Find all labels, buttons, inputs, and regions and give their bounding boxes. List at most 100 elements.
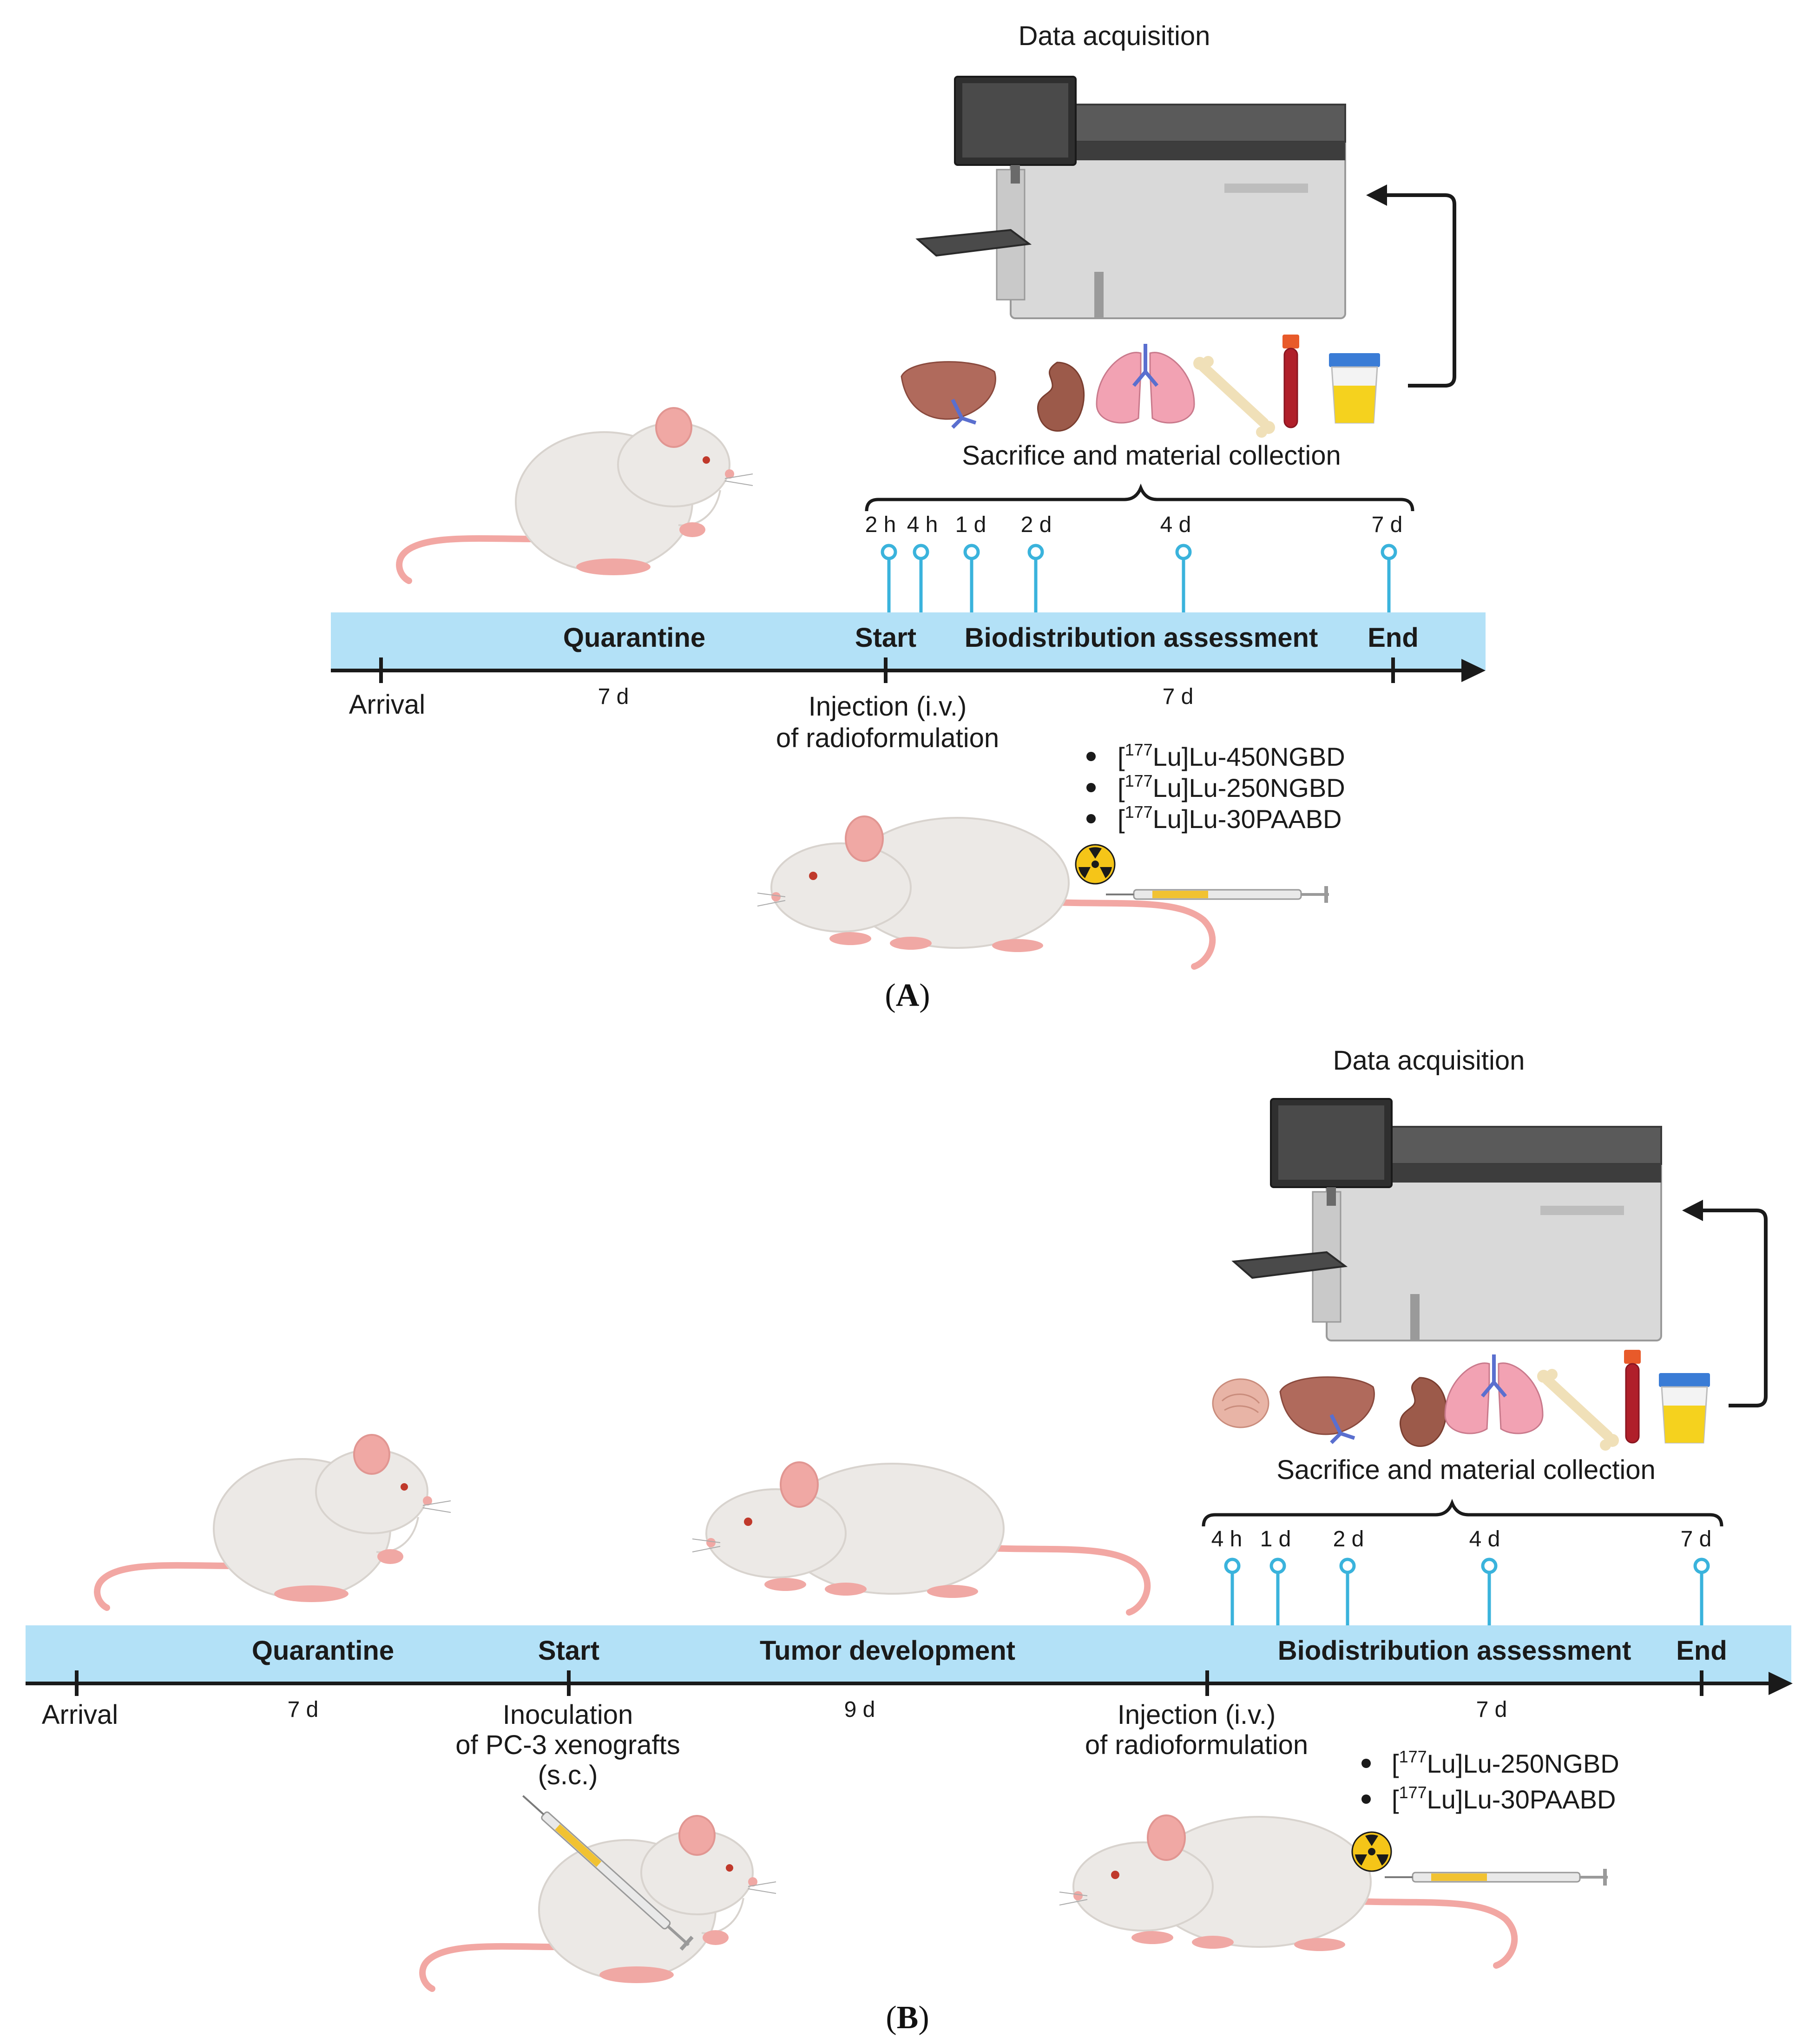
panel-a-sacrifice-label: Sacrifice and material collection <box>962 440 1341 471</box>
panel-a-axis-arrowhead <box>1461 659 1486 682</box>
panel-b-injection-line1: Injection (i.v.) <box>1118 1700 1276 1730</box>
return-arrow <box>1375 193 1456 388</box>
timepoint-label: 2 d <box>1021 513 1052 537</box>
timepoint-label: 7 d <box>1681 1527 1712 1551</box>
isotope-superscript: 177 <box>1125 802 1153 822</box>
timepoint-label: 4 d <box>1469 1527 1500 1551</box>
timepoint-pin: 2 d <box>1333 1527 1364 1625</box>
timepoint-label: 1 d <box>1260 1527 1291 1551</box>
panel-b-label: (B) <box>886 2000 929 2036</box>
panel-a-start-label: Start <box>855 623 916 653</box>
formulation-item: [177Lu]Lu-450NGBD <box>1086 740 1345 771</box>
timepoint-label: 1 d <box>955 513 986 537</box>
panel-b-inoculation-line1: Inoculation <box>503 1700 633 1730</box>
timepoint-pin: 4 d <box>1160 513 1192 612</box>
urine-cup-icon <box>1658 1372 1711 1444</box>
panel-a-label: (A) <box>885 978 930 1013</box>
kidney-icon <box>1037 361 1085 432</box>
formulation-label: [177Lu]Lu-250NGBD <box>1392 1747 1619 1778</box>
mouse-icon <box>692 1462 1147 1612</box>
formulation-suffix: Lu]Lu-450NGBD <box>1153 742 1345 771</box>
panel-b: Data acquisition Sacrifice and material … <box>26 1045 1793 2036</box>
isotope-superscript: 177 <box>1399 1783 1427 1802</box>
panel-b-collection-brace <box>1202 1498 1723 1527</box>
formulation-item: [177Lu]Lu-250NGBD <box>1086 771 1345 802</box>
blood-tube-icon <box>1282 334 1300 428</box>
formulation-item: [177Lu]Lu-30PAABD <box>1086 802 1342 834</box>
timepoint-label: 2 d <box>1333 1527 1364 1551</box>
panel-a-quarantine-duration: 7 d <box>598 684 629 709</box>
panel-a-injection-line1: Injection (i.v.) <box>809 691 967 722</box>
panel-a-end-label: End <box>1368 623 1419 653</box>
panel-a-timepoints: 2 h 4 h 1 d 2 d 4 d <box>865 513 1402 612</box>
formulation-label: [177Lu]Lu-30PAABD <box>1118 802 1342 834</box>
timepoint-pin: 7 d <box>1372 513 1402 612</box>
panel-a-timeline-band <box>331 612 1486 670</box>
panel-b-biodistribution-duration: 7 d <box>1476 1697 1507 1722</box>
syringe-icon <box>1384 1868 1609 1886</box>
mouse-icon <box>422 1816 776 1989</box>
panel-a-arrival-label: Arrival <box>349 690 425 720</box>
isotope-superscript: 177 <box>1125 771 1153 790</box>
lungs-icon <box>1445 1354 1543 1433</box>
timepoint-pin: 1 d <box>1260 1527 1291 1625</box>
panel-b-sacrifice-label: Sacrifice and material collection <box>1276 1455 1656 1485</box>
bone-icon <box>1537 1369 1619 1451</box>
panel-b-axis-arrowhead <box>1769 1672 1793 1695</box>
return-arrow <box>1691 1209 1768 1407</box>
radiation-icon <box>1351 1831 1392 1872</box>
urine-cup-icon <box>1328 352 1381 424</box>
panel-b-tumor-label: Tumor development <box>760 1636 1015 1666</box>
panel-b-timeline-band <box>26 1625 1791 1683</box>
return-arrowhead <box>1366 184 1387 206</box>
formulation-suffix: Lu]Lu-30PAABD <box>1153 804 1342 834</box>
lungs-icon <box>1097 344 1194 423</box>
panel-a-biodistribution-label: Biodistribution assessment <box>965 623 1318 653</box>
timepoint-label: 4 d <box>1160 513 1191 537</box>
formulation-item: [177Lu]Lu-30PAABD <box>1361 1783 1616 1814</box>
mouse-icon <box>399 408 753 581</box>
panel-a-biodistribution-duration: 7 d <box>1163 684 1194 709</box>
kidney-icon <box>1399 1377 1447 1447</box>
timepoint-pin: 2 h <box>865 513 897 612</box>
bone-icon <box>1193 356 1275 438</box>
blood-tube-icon <box>1623 1349 1642 1444</box>
mouse-icon <box>97 1435 451 1608</box>
isotope-superscript: 177 <box>1125 740 1153 759</box>
panel-b-timepoints: 4 h 1 d 2 d 4 d 7 d <box>1211 1527 1712 1625</box>
timepoint-label: 4 h <box>1211 1527 1243 1551</box>
panel-a-quarantine-label: Quarantine <box>563 623 705 653</box>
gamma-counter-icon <box>917 76 1346 319</box>
liver-icon <box>901 362 995 427</box>
formulation-suffix: Lu]Lu-250NGBD <box>1427 1749 1619 1778</box>
timepoint-label: 2 h <box>865 513 896 537</box>
panel-b-inoculation-line2: of PC-3 xenografts <box>455 1730 680 1760</box>
panel-b-inoculation-line3: (s.c.) <box>538 1760 598 1790</box>
panel-b-data-acquisition-title: Data acquisition <box>1333 1045 1525 1076</box>
panel-a-formulation-list: [177Lu]Lu-450NGBD [177Lu]Lu-250NGBD [177… <box>1086 740 1345 834</box>
panel-a: Data acquisition Sacrifice and material … <box>331 21 1486 1013</box>
formulation-label: [177Lu]Lu-250NGBD <box>1118 771 1345 802</box>
isotope-superscript: 177 <box>1399 1747 1427 1766</box>
panel-a-injection-line2: of radioformulation <box>776 723 999 753</box>
timepoint-label: 4 h <box>907 513 938 537</box>
mouse-icon <box>1059 1815 1514 1965</box>
timepoint-pin: 7 d <box>1681 1527 1712 1625</box>
timepoint-pin: 4 h <box>1211 1527 1243 1625</box>
panel-b-arrival-label: Arrival <box>42 1700 118 1730</box>
formulation-item: [177Lu]Lu-250NGBD <box>1361 1747 1619 1778</box>
liver-icon <box>1280 1377 1374 1443</box>
panel-a-collection-brace <box>865 483 1414 512</box>
panel-b-formulation-list: [177Lu]Lu-250NGBD [177Lu]Lu-30PAABD <box>1361 1747 1619 1814</box>
return-arrowhead <box>1682 1200 1703 1221</box>
formulation-suffix: Lu]Lu-250NGBD <box>1153 773 1345 802</box>
timepoint-pin: 4 h <box>907 513 938 612</box>
gamma-counter-icon <box>1233 1098 1662 1341</box>
tumor-icon <box>1212 1378 1269 1428</box>
syringe-icon <box>1105 885 1330 904</box>
timepoint-pin: 4 d <box>1469 1527 1500 1625</box>
timepoint-pin: 2 d <box>1021 513 1052 612</box>
panel-b-end-label: End <box>1676 1636 1727 1666</box>
panel-b-quarantine-duration: 7 d <box>288 1697 319 1722</box>
